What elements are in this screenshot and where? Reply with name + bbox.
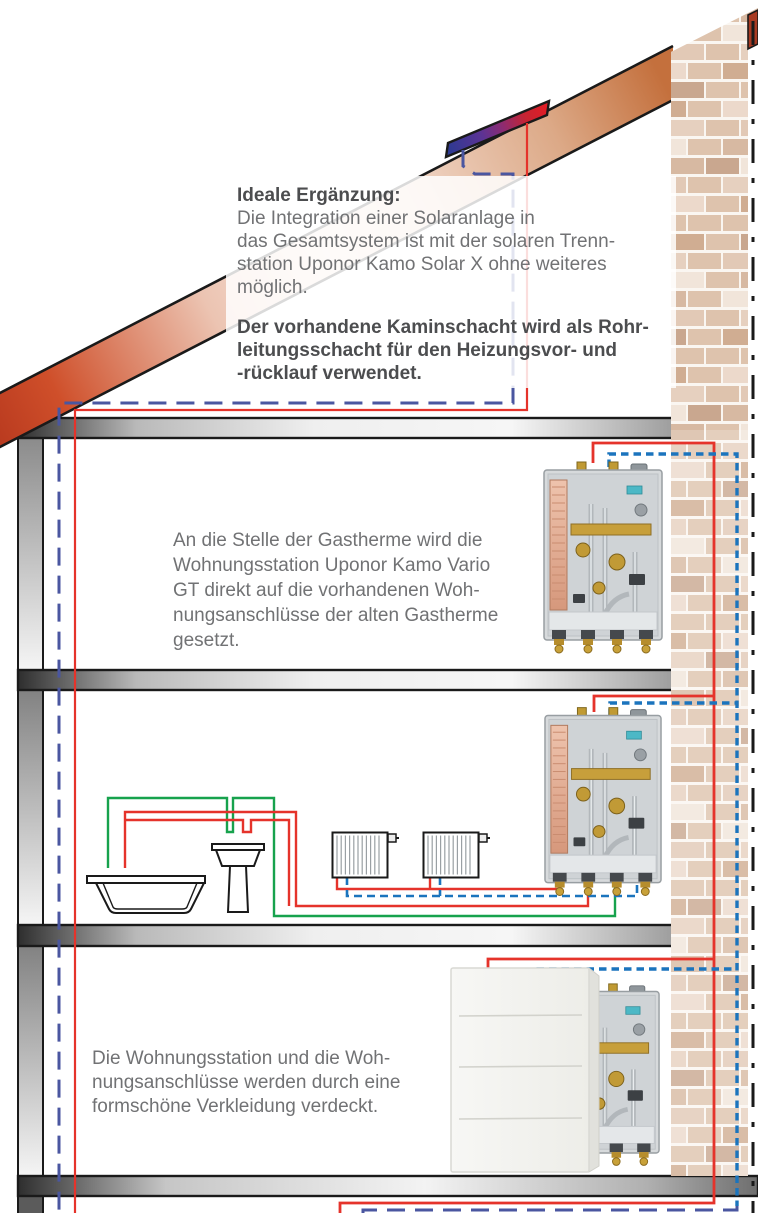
text-line: Der vorhandene Kaminschacht wird als Roh… xyxy=(237,317,649,338)
text-line: Wohnungsstation Uponor Kamo Vario xyxy=(173,555,491,576)
radiator-return-blue xyxy=(345,877,639,898)
heat-interface-unit-floor1 xyxy=(544,462,662,653)
floor-slab xyxy=(16,416,678,440)
text-backdrop xyxy=(226,176,676,388)
cold-water-pipe-green xyxy=(106,796,617,918)
station3-flow-red xyxy=(486,957,713,969)
text-line: GT direkt auf die vorhandenen Woh- xyxy=(173,580,480,601)
text-line: An die Stelle der Gastherme wird die xyxy=(173,530,483,551)
floor-slab xyxy=(16,923,678,948)
heat-interface-unit-floor2 xyxy=(545,708,661,896)
hot-water-pipe-red-tub xyxy=(123,810,590,908)
text-line: nungsanschlüsse werden durch eine xyxy=(92,1072,401,1093)
fixtures xyxy=(86,831,491,914)
text-line: möglich. xyxy=(237,277,308,298)
radiator-2 xyxy=(422,831,491,879)
text-line: nungsanschlüsse der alten Gastherme xyxy=(173,605,499,626)
solar-collector-panel xyxy=(444,99,551,159)
station2-flow-red xyxy=(592,694,713,712)
heating-riser-red xyxy=(338,441,716,1213)
text-line: Die Integration einer Solaranlage in xyxy=(237,208,535,229)
note-solar-heading: Ideale Ergänzung: xyxy=(237,185,401,206)
hot-water-pipe-red-sink xyxy=(125,818,291,906)
text-line: gesetzt. xyxy=(173,630,240,651)
text-line: Die Wohnungsstation und die Woh- xyxy=(92,1048,391,1069)
left-wall-column xyxy=(17,417,44,1213)
text-line: das Gesamtsystem ist mit der solaren Tre… xyxy=(237,231,616,252)
radiator-1 xyxy=(331,831,400,879)
text-line: formschöne Verkleidung verdeckt. xyxy=(92,1096,379,1117)
heating-riser-blue xyxy=(607,452,739,1206)
floor-slab xyxy=(16,668,678,692)
solar-return-pipe-blue xyxy=(57,150,515,1213)
cover-panel xyxy=(450,966,600,1173)
note-cover: Die Wohnungsstation und die Woh- nungsan… xyxy=(92,1047,400,1119)
bathtub xyxy=(86,875,206,914)
text-line: -rücklauf verwendet. xyxy=(237,363,422,384)
radiator-flow-red xyxy=(335,877,562,891)
note-chimney: Der vorhandene Kaminschacht wird als Roh… xyxy=(237,316,649,385)
text-line: leitungsschacht für den Heizungsvor- und xyxy=(237,340,618,361)
floor-slab-base xyxy=(16,1174,758,1198)
pedestal-sink xyxy=(211,843,265,913)
text-line: station Uponor Kamo Solar X ohne weitere… xyxy=(237,254,607,275)
basement-return-pipe xyxy=(361,1206,739,1213)
note-solar: Ideale Ergänzung: Die Integration einer … xyxy=(237,184,615,299)
pipes xyxy=(57,123,739,1213)
note-station: An die Stelle der Gastherme wird die Woh… xyxy=(173,528,498,653)
